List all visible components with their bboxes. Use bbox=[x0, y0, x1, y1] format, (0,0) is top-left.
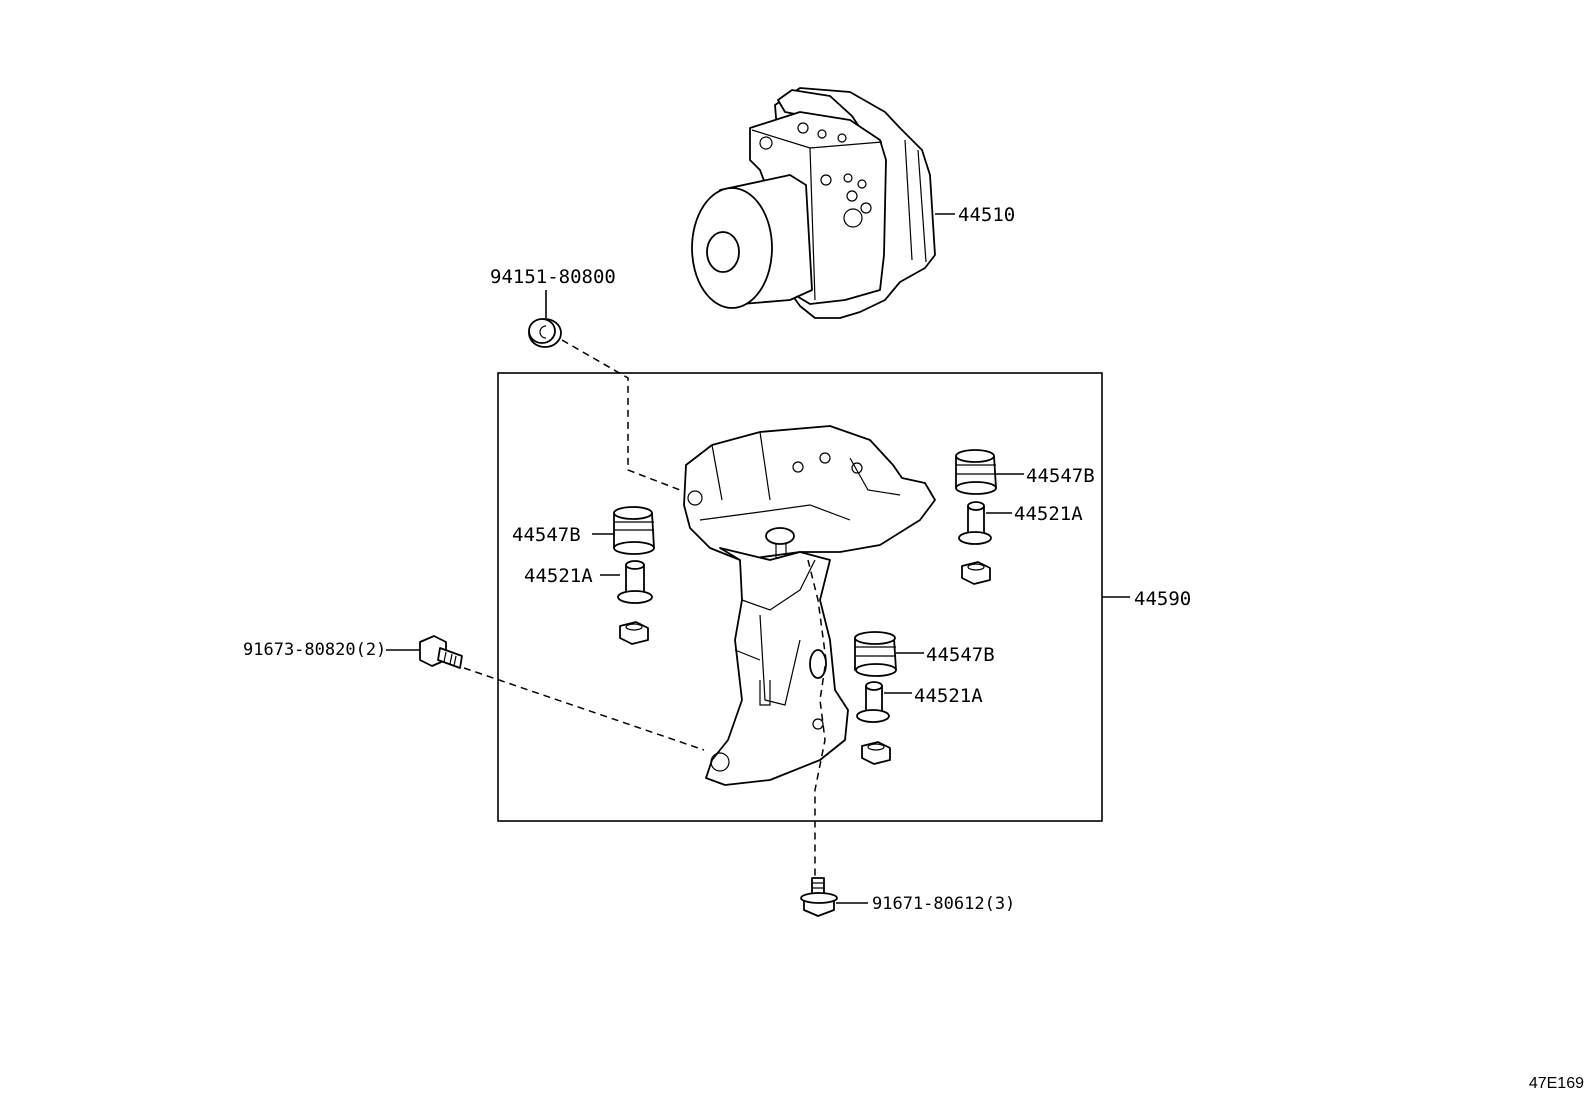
diagram-code: 47E169 bbox=[1528, 1075, 1584, 1092]
label-bolt-bottom: 91671-80612(3) bbox=[872, 894, 1015, 914]
bolt-left[interactable] bbox=[419, 635, 463, 669]
label-abs-actuator: 44510 bbox=[958, 204, 1015, 226]
cushion-center[interactable] bbox=[854, 631, 897, 677]
abs-bracket[interactable] bbox=[683, 425, 936, 786]
label-cushion-center: 44547B bbox=[926, 644, 995, 666]
collar-right-top[interactable] bbox=[958, 501, 992, 545]
abs-actuator[interactable] bbox=[691, 87, 936, 319]
nut-right-top[interactable] bbox=[961, 561, 991, 585]
nut-left[interactable] bbox=[619, 621, 649, 645]
washer-top[interactable] bbox=[528, 318, 562, 348]
label-cushion-left: 44547B bbox=[512, 524, 581, 546]
cushion-left[interactable] bbox=[613, 506, 655, 555]
label-bolt-left: 91673-80820(2) bbox=[243, 640, 386, 660]
label-cushion-right-top: 44547B bbox=[1026, 465, 1095, 487]
label-collar-right-top: 44521A bbox=[1014, 503, 1083, 525]
collar-left[interactable] bbox=[617, 560, 653, 604]
label-collar-center: 44521A bbox=[914, 685, 983, 707]
label-bracket-assembly: 44590 bbox=[1134, 588, 1191, 610]
label-collar-left: 44521A bbox=[524, 565, 593, 587]
nut-center[interactable] bbox=[861, 741, 891, 765]
collar-center[interactable] bbox=[856, 681, 890, 723]
cushion-right-top[interactable] bbox=[955, 449, 997, 495]
bolt-bottom[interactable] bbox=[800, 877, 838, 917]
label-washer-top: 94151-80800 bbox=[490, 266, 616, 288]
